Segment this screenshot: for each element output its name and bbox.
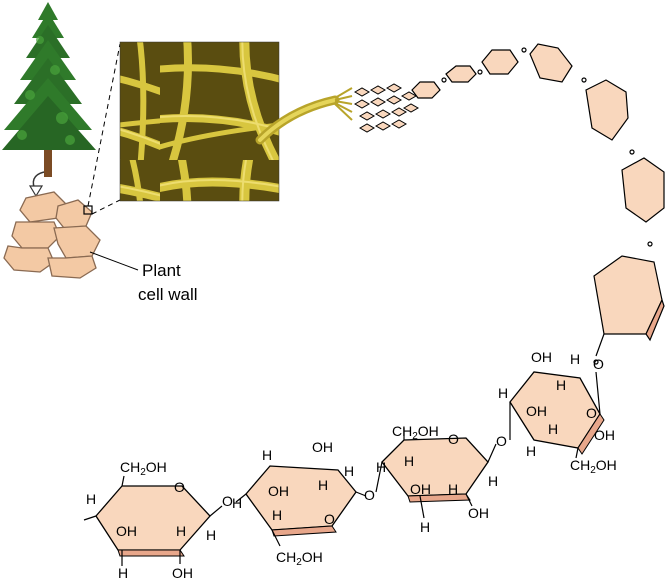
unit4-h-bottom: H	[526, 443, 536, 459]
unit2-h-top-left: H	[262, 447, 272, 463]
unit2-h-top-right: H	[344, 463, 354, 479]
glucose-unit-1: CH2OH O H OH H H H OH	[86, 459, 216, 579]
glycosidic-bonds	[83, 333, 605, 566]
cell-wall-label-2: cell wall	[138, 285, 198, 304]
microfibril-bundle	[353, 83, 420, 133]
unit2-h-inner2: H	[272, 507, 282, 523]
unit1-ch2oh: CH2OH	[120, 459, 167, 478]
cell-wall-label-1: Plant	[142, 261, 181, 280]
unit4-oh-right: OH	[594, 427, 615, 443]
unit4-h-top2: H	[556, 377, 566, 393]
unit3-ch2oh: CH2OH	[392, 423, 439, 442]
unit1-h-ring-right: H	[206, 527, 216, 543]
linker-o2: O	[364, 487, 375, 503]
unit4-ch2oh: CH2OH	[570, 457, 617, 476]
unit3-o-ring: O	[448, 431, 459, 447]
unit1-o-ring: O	[174, 479, 185, 495]
unit2-h-inner: H	[318, 477, 328, 493]
linker-o4: O	[593, 356, 604, 372]
plant-cell-cluster	[3, 191, 101, 279]
linker-o1: O	[222, 493, 233, 509]
unit1-oh-bottom: OH	[172, 565, 193, 579]
unit4-h-top: H	[498, 385, 508, 401]
unit2-oh-top: OH	[312, 439, 333, 455]
glucose-unit-4: H OH H O H OH H CH2OH O	[496, 371, 617, 476]
unit2-h-right: H	[232, 495, 242, 511]
unit5-oh-top: OH	[531, 349, 552, 365]
unit2-ch2oh: CH2OH	[276, 549, 323, 568]
unit1-h-inner: H	[176, 523, 186, 539]
unit1-h-left: H	[86, 491, 96, 507]
unit4-oh-inner: OH	[526, 403, 547, 419]
unit4-h-inner: H	[548, 421, 558, 437]
linker-o3: O	[496, 433, 507, 449]
glucose-unit-5: OH H O	[531, 349, 604, 372]
unit3-h-right: H	[488, 473, 498, 489]
unit2-oh-inner: OH	[268, 483, 289, 499]
glucose-unit-3: CH2OH H O H OH H H OH H O	[364, 423, 498, 535]
unit3-h-bottom: H	[420, 519, 430, 535]
fiber-strand	[255, 87, 353, 145]
zoom-line-bottom	[91, 199, 121, 215]
fiber-micrograph	[119, 41, 280, 202]
unit1-oh-left: OH	[116, 523, 137, 539]
cell-wall-label-line	[89, 251, 139, 271]
unit3-oh-bottom: OH	[468, 505, 489, 521]
unit3-h-inner: H	[448, 481, 458, 497]
unit4-o-ring: O	[586, 405, 597, 421]
glucose-unit-2: OH H OH H H H O H CH2OH O	[222, 439, 357, 568]
unit3-oh-inner: OH	[410, 481, 431, 497]
unit3-h-top: H	[404, 453, 414, 469]
unit2-o-ring: O	[324, 511, 335, 527]
unit5-h-top: H	[570, 351, 580, 367]
unit1-h-bottom-left: H	[118, 565, 128, 579]
zoom-line-top	[87, 43, 121, 207]
tree-icon	[2, 2, 96, 177]
chain-small-rings	[411, 43, 665, 365]
